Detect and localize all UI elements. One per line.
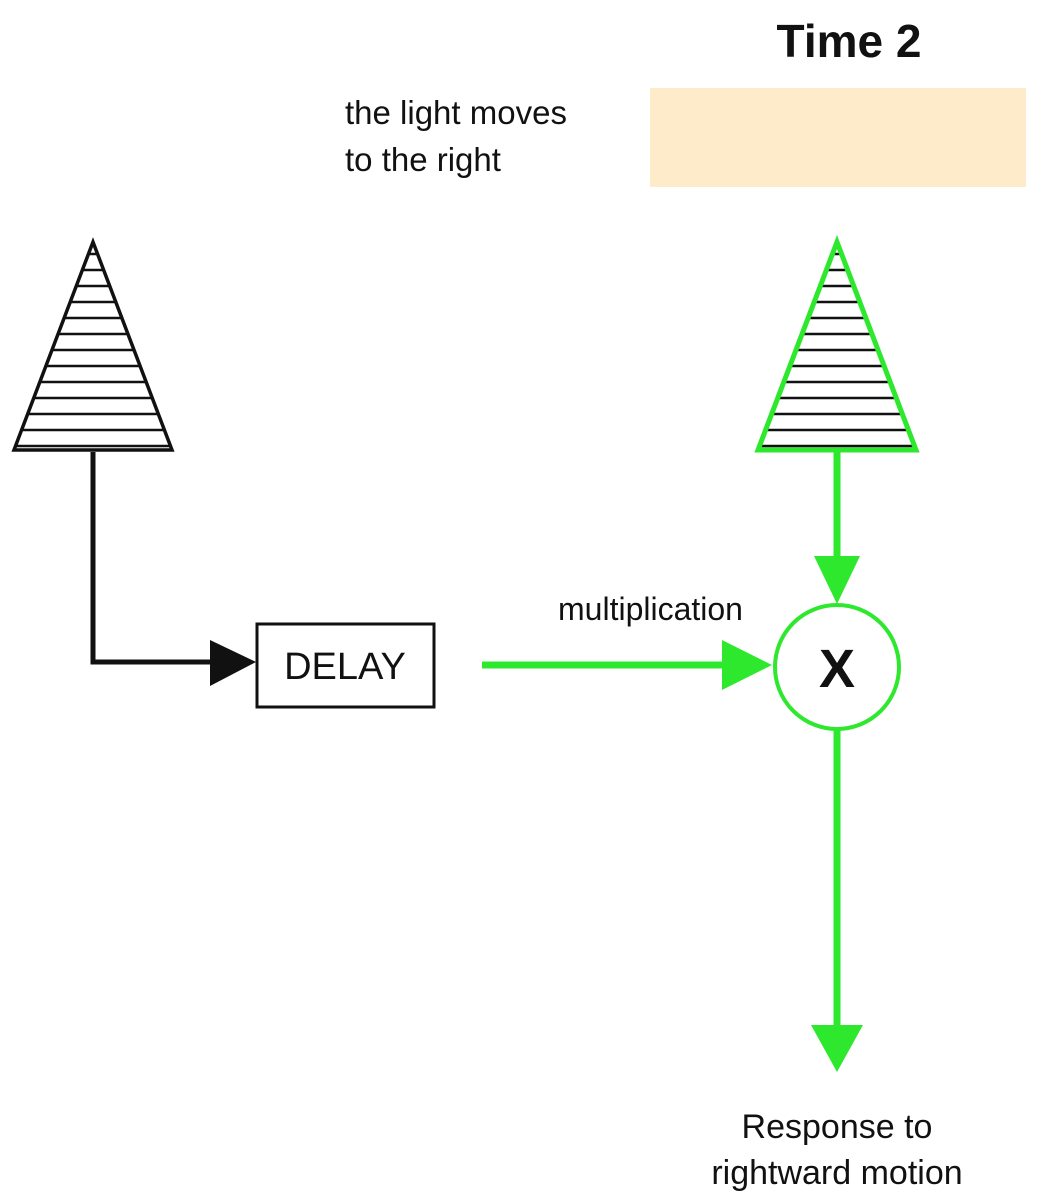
response-label-line-2: rightward motion [711, 1154, 962, 1192]
delay-to-multiplier-arrowhead [722, 640, 772, 690]
right-receptor [754, 234, 920, 453]
delay-box [255, 622, 436, 709]
time-title: Time 2 [777, 15, 922, 67]
multiplication-label: multiplication [558, 591, 743, 627]
left-receptor [11, 237, 175, 452]
light-description-line-1: the light moves [345, 94, 567, 131]
output-arrowhead [811, 1025, 863, 1072]
receptor-to-multiplier-arrowhead [814, 556, 860, 604]
response-label-line-1: Response to [742, 1108, 933, 1146]
delay-label: DELAY [284, 646, 406, 688]
left-to-delay-connector [90, 452, 212, 665]
delay-arrowhead [210, 640, 256, 686]
left-receptor-hatching [14, 252, 172, 448]
light-stimulus-patch [650, 88, 1026, 187]
hatched-triangle-icon [754, 234, 920, 453]
multiply-symbol: X [819, 639, 855, 699]
hatched-triangle-icon [11, 237, 175, 452]
light-description-line-2: to the right [345, 141, 501, 178]
